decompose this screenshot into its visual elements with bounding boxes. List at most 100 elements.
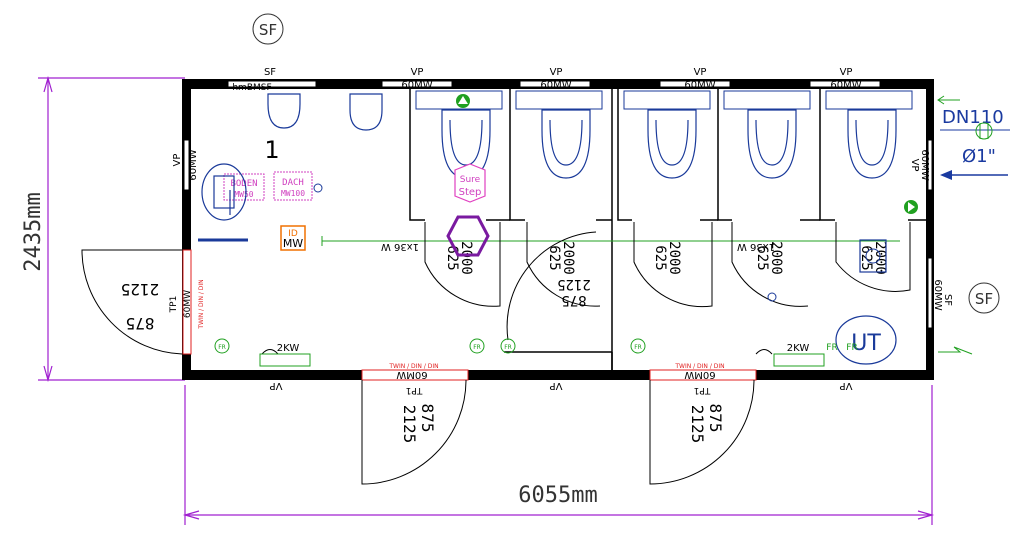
height-dimension-label: 2435mm	[21, 192, 46, 271]
sf-marker-top-label: SF	[259, 21, 277, 39]
fr-sensors: FR FR FR FR FR FR	[214, 338, 858, 354]
interior-walls	[409, 89, 926, 370]
door2-tp: TP1	[694, 385, 712, 395]
sure-step-line2: Step	[459, 187, 482, 198]
top-hm-label: hmBMSF	[232, 83, 271, 93]
right-vp-label: VP	[909, 159, 920, 172]
door1-b: 2125	[400, 405, 419, 444]
fr-label-5: FR	[826, 343, 837, 353]
pipe-label-2: 1x36 W	[737, 241, 775, 252]
fr-label-2: FR	[473, 344, 481, 351]
top-sf-label: SF	[264, 67, 276, 78]
left-mw-label: 60MW	[188, 149, 199, 180]
fr-label-3: FR	[504, 344, 512, 351]
id-label: ID	[288, 229, 298, 239]
fr-label-1: FR	[218, 344, 226, 351]
sure-step-badge: Sure Step	[454, 163, 486, 203]
side-windows	[183, 139, 933, 329]
top-mw-label-2: 60MW	[540, 80, 571, 91]
left-door-labels: 875 2125 TP1 60MW TWIN / DIN / DIN	[121, 279, 205, 333]
top-vp-label-2: VP	[550, 67, 563, 78]
door1-din: TWIN / DIN / DIN	[388, 363, 438, 370]
door2-b: 2125	[688, 405, 707, 444]
dn110-connection: DN110 Ø1"	[937, 95, 1010, 355]
top-vp-label-4: VP	[840, 67, 853, 78]
dimension-lines	[38, 75, 935, 525]
dn110-label: DN110	[942, 107, 1004, 128]
stall-2-w: 625	[546, 245, 562, 270]
ut-label: UT	[851, 331, 881, 356]
top-mw-label-1: 60MW	[401, 80, 432, 91]
stall-2-h: 2000	[560, 241, 576, 275]
top-vp-label-3: VP	[694, 67, 707, 78]
toilet-4	[747, 109, 797, 179]
right-sf-label: SF	[942, 294, 953, 306]
bottom-mw-label-5: 60MW	[830, 369, 861, 380]
toilet-3	[647, 109, 697, 179]
bottom-door-2-labels: TWIN / DIN / DIN TP1 875 2125	[674, 363, 725, 443]
side-wall-labels: VP 60MW VP 60MW 60MW SF	[172, 149, 953, 310]
stall-door-swings	[424, 222, 911, 341]
left-door-a: 875	[126, 314, 155, 333]
stall-4-w: 625	[754, 245, 770, 270]
urinal-1	[267, 93, 301, 129]
bottom-vp-label-2: VP	[550, 380, 563, 391]
left-door-b: 2125	[121, 280, 160, 299]
left-vp-label: VP	[172, 154, 183, 167]
sf-marker-top: SF	[252, 13, 284, 45]
top-mw-label-4: 60MW	[830, 80, 861, 91]
toilet-2	[541, 109, 591, 179]
boden-box: BODEN MW50	[223, 173, 265, 201]
right-mw-label-2: 60MW	[932, 279, 943, 310]
pipe-line	[321, 236, 900, 246]
stall-3-h: 2000	[666, 241, 682, 275]
width-dimension-label: 6055mm	[518, 483, 597, 508]
door-openings	[182, 249, 757, 381]
drain-icon	[767, 292, 777, 302]
urinal-2	[349, 93, 383, 131]
outlet-icon	[313, 183, 323, 193]
sf-marker-right: SF	[968, 282, 1000, 314]
inner-door-a: 875	[561, 292, 586, 308]
toilet-5	[847, 109, 897, 179]
bottom-wall-labels: 60MW VP 60MW 60MW VP 60MW 60MW VP	[260, 369, 861, 391]
bottom-mw-label-4: 60MW	[684, 369, 715, 380]
fr-label-6: FR	[846, 343, 857, 353]
top-mw-label-3: 60MW	[684, 80, 715, 91]
pipe-label-1: 1x36 W	[381, 241, 419, 252]
exterior-doors	[81, 249, 755, 485]
door2-din: TWIN / DIN / DIN	[674, 363, 724, 370]
dach-label: DACH	[282, 178, 304, 188]
bottom-mw-label-1: 60MW	[260, 369, 291, 380]
left-door-mw: 60MW	[183, 290, 193, 318]
room-number: 1	[264, 136, 279, 164]
heater-right: 2KW	[755, 343, 825, 367]
heater-left: 2KW	[259, 343, 311, 367]
bottom-vp-label-3: VP	[840, 380, 853, 391]
dach-mw-label: MW100	[281, 189, 305, 198]
stall-4-h: 2000	[768, 241, 784, 275]
heater-left-label: 2KW	[277, 343, 300, 354]
door1-a: 875	[418, 404, 437, 433]
diameter-label: Ø1"	[962, 146, 996, 167]
heater-right-label: 2KW	[787, 343, 810, 354]
small-fixture	[859, 239, 887, 273]
top-windows	[227, 80, 881, 88]
hexagon-marker	[446, 215, 490, 257]
stall-1-h: 2000	[458, 241, 474, 275]
id-mw-label: MW	[283, 237, 303, 250]
fr-label-4: FR	[634, 344, 642, 351]
toilets	[267, 93, 897, 179]
inner-door-b: 2125	[557, 276, 591, 292]
dach-box: DACH MW100	[273, 171, 313, 201]
sf-marker-right-label: SF	[975, 290, 993, 308]
door1-tp: TP1	[406, 385, 424, 395]
top-wall-labels: SF hmBMSF VP 60MW VP 60MW VP 60MW VP 60M…	[232, 67, 861, 93]
bottom-vp-label-1: VP	[270, 380, 283, 391]
stall-1-w: 625	[444, 245, 460, 270]
left-door-din: TWIN / DIN / DIN	[198, 279, 205, 329]
stall-3-w: 625	[652, 245, 668, 270]
cisterns	[415, 90, 913, 110]
left-door-tp: TP1	[169, 296, 179, 314]
